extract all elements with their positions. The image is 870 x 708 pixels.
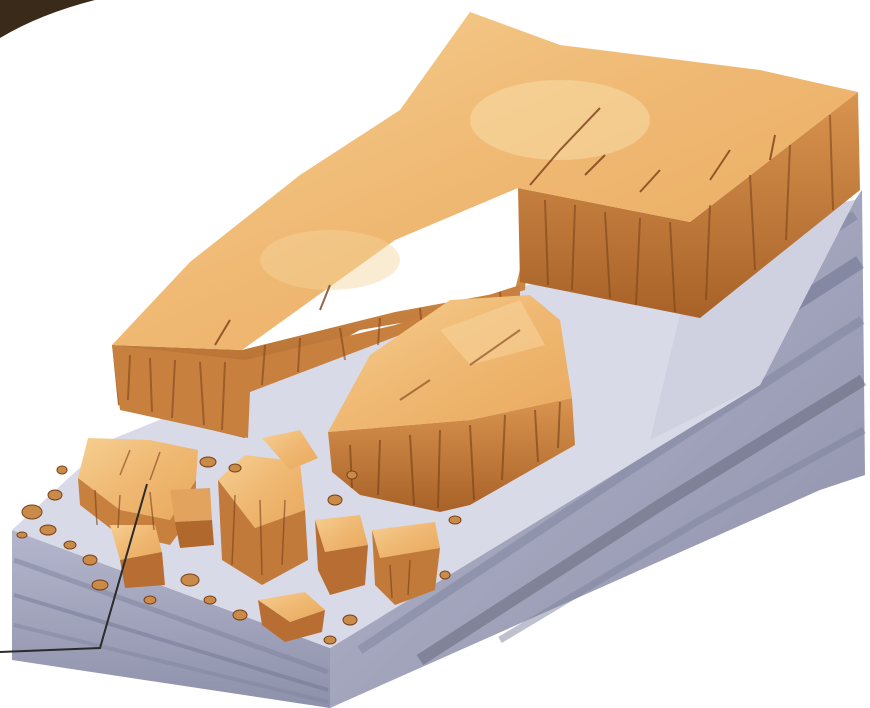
corner-mark [0, 0, 95, 38]
